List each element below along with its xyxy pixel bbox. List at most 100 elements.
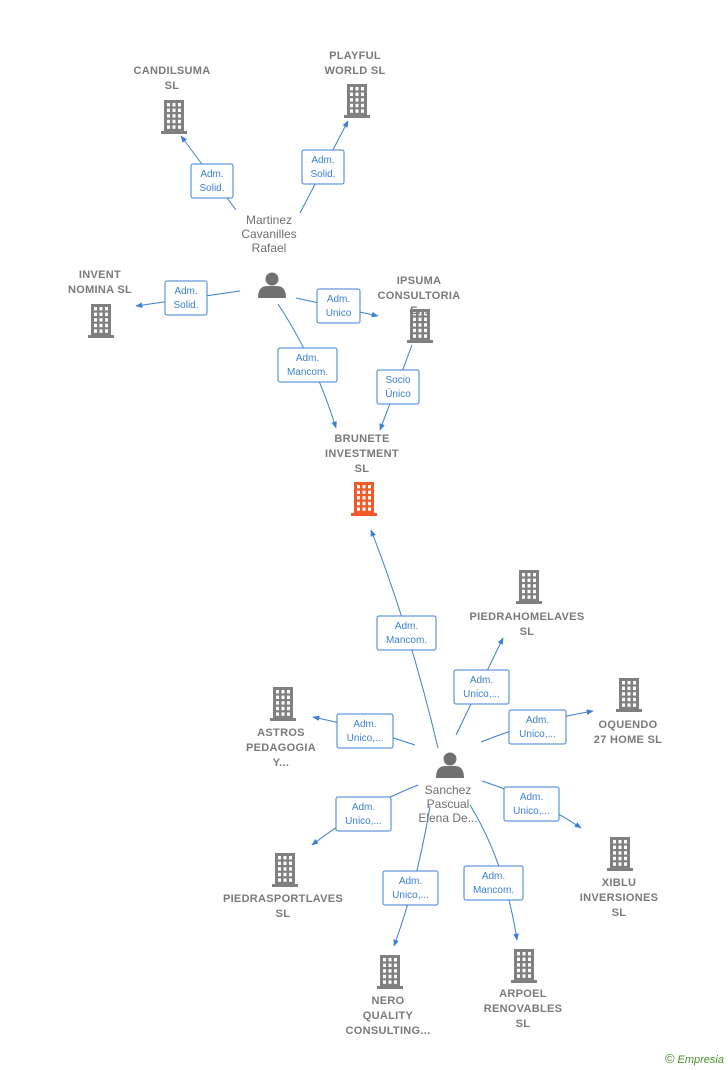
edge-e11: Adm. Unico,... bbox=[481, 780, 582, 829]
company-label: RENOVABLES bbox=[484, 1003, 563, 1015]
edge-e13: Adm.Unico,... bbox=[382, 805, 439, 947]
edge-e3: Adm.Solid. bbox=[135, 280, 241, 316]
edge-label-box bbox=[382, 870, 439, 906]
building-icon bbox=[607, 837, 633, 871]
edge-label-line: Adm. bbox=[296, 353, 319, 364]
edge-label[interactable]: Adm.Unico bbox=[316, 288, 361, 324]
company-label: Y... bbox=[273, 757, 290, 769]
edge-label[interactable]: Adm.Mancom. bbox=[277, 347, 338, 383]
edge-label-box bbox=[277, 347, 338, 383]
edge-e8: Adm. Unico,... bbox=[453, 637, 510, 736]
edge-label-line: Unico,... bbox=[519, 729, 556, 740]
edge-label-line: Mancom. bbox=[473, 885, 514, 896]
person-label: Rafael bbox=[252, 241, 287, 255]
person-icon bbox=[258, 272, 286, 298]
building-icon bbox=[407, 309, 433, 343]
edge-label[interactable]: Adm. Unico,... bbox=[503, 786, 560, 822]
edge-e5: Adm.Mancom. bbox=[277, 303, 338, 429]
company-label: CANDILSUMA bbox=[134, 65, 211, 77]
edge-label-line: Adm. bbox=[482, 871, 505, 882]
edge-label[interactable]: Adm.Unico,... bbox=[335, 796, 392, 832]
edge-label[interactable]: Adm. Mancom. bbox=[463, 865, 524, 901]
edge-label-line: Solid. bbox=[199, 183, 224, 194]
edge-label-box bbox=[335, 796, 392, 832]
company-label: SL bbox=[520, 626, 535, 638]
edge-label-line: Unico,... bbox=[463, 689, 500, 700]
edge-label-line: Mancom. bbox=[386, 635, 427, 646]
edge-e14: Adm. Mancom. bbox=[463, 804, 524, 941]
company-node-candilsuma[interactable]: CANDILSUMA SL bbox=[134, 65, 211, 134]
edge-label-line: Socio bbox=[385, 375, 410, 386]
company-label: ARPOEL bbox=[499, 988, 547, 1000]
edge-label-line: Adm. bbox=[200, 169, 223, 180]
company-node-piedrahome[interactable]: PIEDRAHOMELAVES SL bbox=[470, 570, 585, 638]
edge-label-box bbox=[336, 713, 394, 749]
edge-label-box bbox=[376, 615, 437, 651]
company-label: SL bbox=[516, 1018, 531, 1030]
edge-label-line: Adm. bbox=[353, 719, 376, 730]
edge-e2: Adm.Solid. bbox=[299, 120, 349, 214]
edge-label-box bbox=[463, 865, 524, 901]
copyright-symbol: © bbox=[664, 1051, 675, 1066]
company-label: CONSULTORIA bbox=[378, 290, 461, 302]
company-label: 27 HOME SL bbox=[594, 734, 662, 746]
person-label: Cavanilles bbox=[241, 227, 296, 241]
edges-layer: Adm.Solid.Adm.Solid.Adm.Solid.Adm.UnicoA… bbox=[135, 120, 594, 947]
edge-label-box bbox=[376, 369, 420, 405]
company-label: CONSULTING... bbox=[346, 1025, 431, 1037]
company-label: PIEDRAHOMELAVES bbox=[470, 611, 585, 623]
company-label: INVENT bbox=[79, 269, 121, 281]
company-label: INVESTMENT bbox=[325, 448, 399, 460]
company-label: SL bbox=[612, 907, 627, 919]
company-node-arpoel[interactable]: ARPOEL RENOVABLES SL bbox=[484, 949, 563, 1030]
company-label: WORLD SL bbox=[324, 65, 385, 77]
edge-label-box bbox=[301, 149, 345, 185]
edge-e10: Adm.Unico,... bbox=[312, 713, 416, 749]
company-label: E... bbox=[410, 305, 428, 317]
edge-label-box bbox=[164, 280, 208, 316]
edge-label-line: Adm. bbox=[470, 675, 493, 686]
person-label: Sanchez bbox=[425, 783, 472, 797]
edge-e1: Adm. Solid. bbox=[180, 135, 237, 211]
person-label: Pascual bbox=[427, 797, 470, 811]
building-icon bbox=[88, 304, 114, 338]
building-icon bbox=[272, 853, 298, 887]
edge-label[interactable]: Adm.Unico,... bbox=[336, 713, 394, 749]
edge-label-line: Único bbox=[385, 387, 411, 400]
company-node-ipsuma[interactable]: IPSUMA CONSULTORIA E... bbox=[378, 275, 461, 343]
building-icon bbox=[511, 949, 537, 983]
edge-label-line: Unico,... bbox=[513, 806, 550, 817]
edge-label[interactable]: Adm.Solid. bbox=[164, 280, 208, 316]
company-node-astros[interactable]: ASTROSPEDAGOGIAY... bbox=[246, 687, 316, 769]
building-icon bbox=[516, 570, 542, 604]
company-label: IPSUMA bbox=[397, 275, 442, 287]
edge-label-line: Adm. bbox=[520, 792, 543, 803]
building-icon bbox=[344, 84, 370, 118]
edge-label[interactable]: Adm.Unico,... bbox=[382, 870, 439, 906]
footer-brand[interactable]: ©Empresia bbox=[665, 1051, 724, 1066]
edge-label-line: Solid. bbox=[173, 300, 198, 311]
edge-label[interactable]: Adm.Unico,... bbox=[508, 709, 567, 745]
person-label: Martinez bbox=[246, 213, 292, 227]
edge-label-box bbox=[190, 163, 234, 199]
edge-label[interactable]: Adm. Solid. bbox=[190, 163, 234, 199]
company-node-nero[interactable]: NEROQUALITYCONSULTING... bbox=[346, 955, 431, 1037]
edge-label[interactable]: Adm.Mancom. bbox=[376, 615, 437, 651]
company-label: SL bbox=[165, 80, 180, 92]
edge-label[interactable]: Adm.Solid. bbox=[301, 149, 345, 185]
building-icon bbox=[270, 687, 296, 721]
edge-label[interactable]: Adm. Unico,... bbox=[453, 669, 510, 705]
edge-label-box bbox=[503, 786, 560, 822]
